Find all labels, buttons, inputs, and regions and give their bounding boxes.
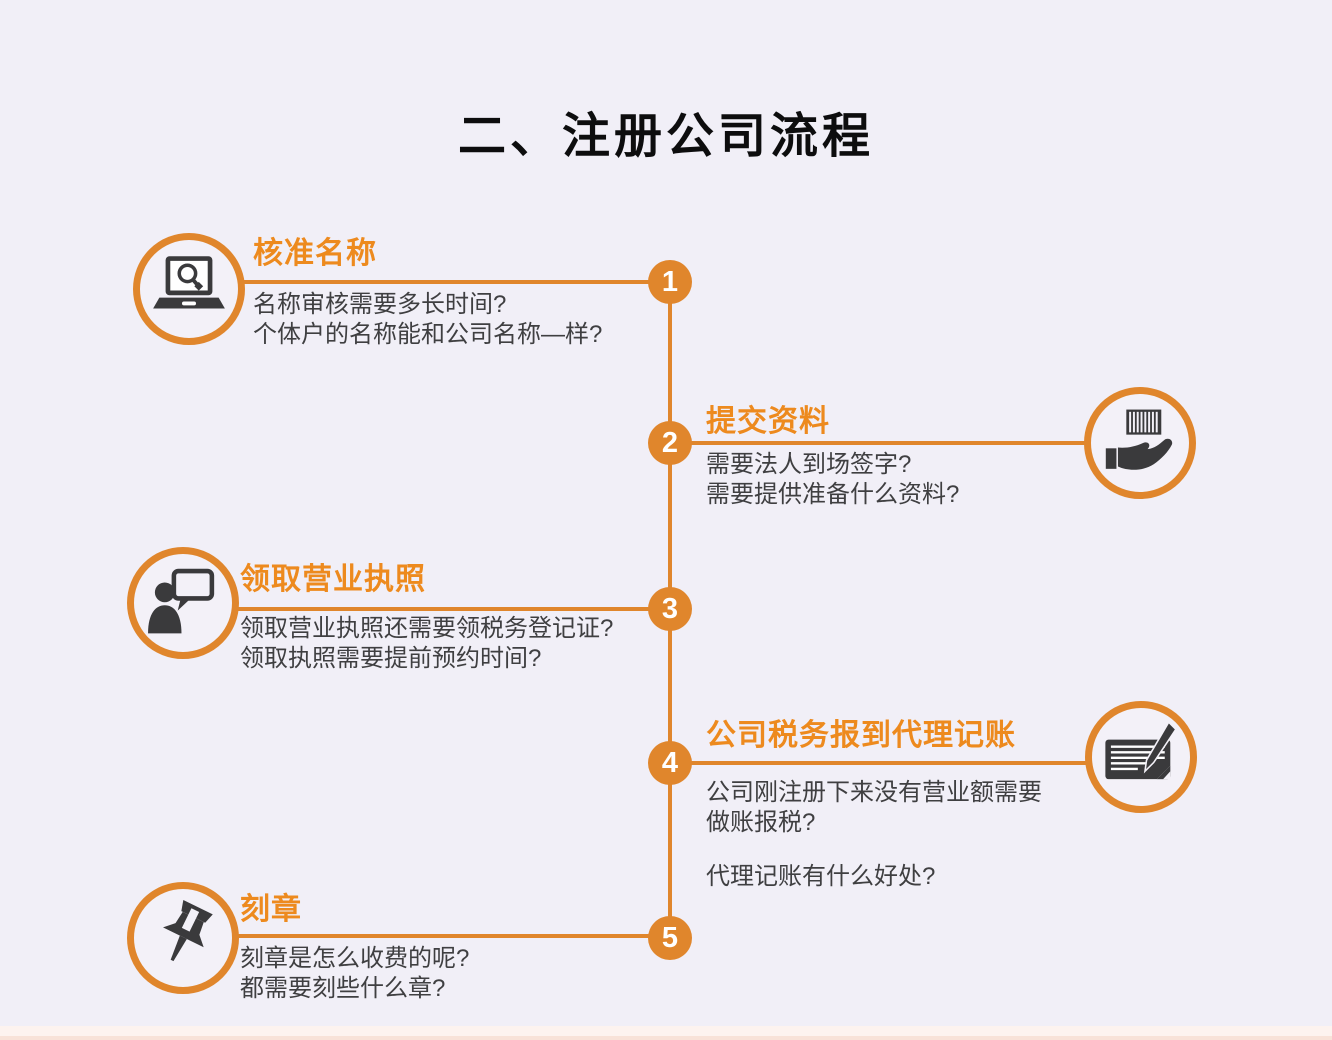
step5-number-badge: 5 [648, 916, 692, 960]
step4-number-badge: 4 [648, 741, 692, 785]
step1-questions: 名称审核需要多长时间? 个体户的名称能和公司名称—样? [253, 290, 602, 350]
step2-title: 提交资料 [706, 405, 830, 438]
step4-questions: 公司刚注册下来没有营业额需要 做账报税? 代理记账有什么好处? [706, 778, 1042, 892]
page-title: 二、注册公司流程 [457, 110, 874, 163]
connector-line-step1 [242, 280, 670, 284]
step5-title: 刻章 [240, 893, 302, 926]
step-question: 需要法人到场签字? [706, 451, 912, 478]
step-question: 名称审核需要多长时间? [253, 291, 507, 318]
pushpin-icon [163, 899, 213, 962]
step-question: 都需要刻些什么章? [240, 975, 446, 1002]
step1-title: 核准名称 [253, 237, 377, 270]
step5-questions: 刻章是怎么收费的呢? 都需要刻些什么章? [240, 944, 469, 1004]
step2-number-badge: 2 [648, 421, 692, 465]
step4-title: 公司税务报到代理记账 [706, 719, 1016, 752]
step4-icon-circle [1085, 701, 1197, 813]
step3-number-badge: 3 [648, 587, 692, 631]
step-question: 领取执照需要提前预约时间? [240, 645, 542, 672]
step-question: 代理记账有什么好处? [706, 863, 936, 890]
step2-icon-circle [1084, 387, 1196, 499]
step5-icon-circle [127, 882, 239, 994]
step1-icon-circle [133, 233, 245, 345]
step3-icon-circle [127, 547, 239, 659]
step2-questions: 需要法人到场签字? 需要提供准备什么资料? [706, 450, 959, 510]
step-question: 公司刚注册下来没有营业额需要 [706, 779, 1042, 806]
step3-title: 领取营业执照 [240, 563, 426, 596]
connector-line-step4 [670, 761, 1094, 765]
step-question: 领取营业执照还需要领税务登记证? [240, 615, 614, 642]
person-speech-icon [148, 568, 215, 634]
step-question: 需要提供准备什么资料? [706, 481, 960, 508]
document-pen-icon [1105, 720, 1177, 780]
connector-line-step3 [236, 607, 670, 611]
step3-questions: 领取营业执照还需要领税务登记证? 领取执照需要提前预约时间? [240, 614, 613, 674]
step-question: 个体户的名称能和公司名称—样? [253, 321, 603, 348]
connector-line-step5 [236, 934, 670, 938]
step-question: 刻章是怎么收费的呢? [240, 945, 470, 972]
connector-line-step2 [670, 441, 1094, 445]
step1-number-badge: 1 [648, 260, 692, 304]
barcode-hand-icon [1105, 409, 1173, 470]
laptop-search-icon [153, 256, 225, 309]
bottom-section-edge [0, 1026, 1332, 1040]
step-question: 做账报税? [706, 809, 816, 836]
